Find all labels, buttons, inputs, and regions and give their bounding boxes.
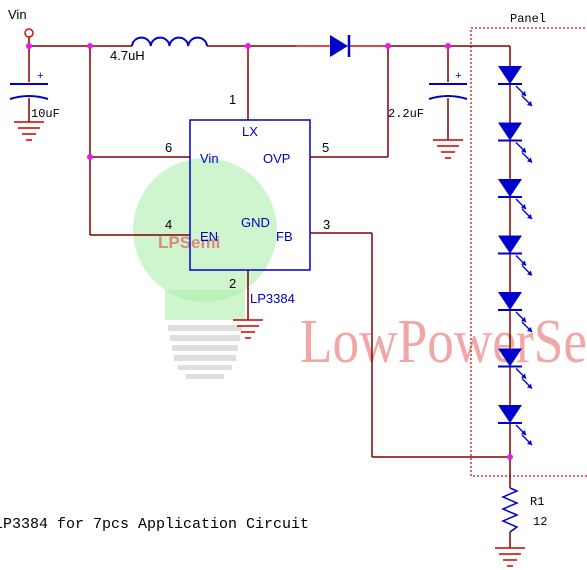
pin-lx-number: 1: [229, 92, 236, 107]
vin-label: Vin: [8, 7, 27, 22]
pin-en-number: 4: [165, 217, 172, 232]
caption: LP3384 for 7pcs Application Circuit: [0, 516, 309, 533]
ground-ic: [233, 319, 263, 339]
led-icon: [498, 348, 533, 389]
watermark-bulb-text: LPSemi: [158, 233, 220, 252]
pin-gnd-number: 2: [229, 276, 236, 291]
led-icon: [498, 235, 533, 276]
pin-vin-name: Vin: [200, 151, 219, 166]
junction-node: [385, 43, 391, 49]
ground-resistor: [495, 547, 525, 567]
ic-part-label: LP3384: [250, 291, 295, 306]
led-string: [498, 66, 533, 446]
junction-node: [507, 454, 513, 460]
pin-ovp-number: 5: [322, 140, 329, 155]
diode: [330, 35, 351, 57]
input-cap-value: 10uF: [31, 107, 60, 121]
resistor-icon: [501, 487, 519, 533]
watermark: LPSemi LowPowerSe: [133, 158, 587, 379]
watermark-bulb-icon: [133, 158, 277, 302]
power-terminal-icon: [24, 28, 34, 38]
ground-output-cap: [433, 139, 463, 159]
resistor-r1: R1 12: [501, 487, 547, 533]
pin-fb-number: 3: [323, 217, 330, 232]
ic-lp3384: LX Vin OVP EN GND FB 1 6 5 4 3 2 LP3384: [165, 92, 330, 306]
input-cap-plus: +: [37, 71, 44, 83]
led-icon: [498, 179, 533, 220]
panel-label: Panel: [510, 12, 546, 26]
pin-fb-name: FB: [276, 229, 293, 244]
output-cap-plus: +: [455, 71, 462, 83]
junction-node: [87, 154, 93, 160]
inductor-icon: [131, 36, 208, 47]
pin-ovp-name: OVP: [263, 151, 290, 166]
pin-vin-number: 6: [165, 140, 172, 155]
junction-node: [445, 43, 451, 49]
ground-input-cap: [14, 121, 44, 141]
junction-node: [87, 43, 93, 49]
pin-lx-name: LX: [242, 124, 258, 139]
inductor-value: 4.7uH: [110, 48, 145, 63]
pin-en-name: EN: [200, 229, 218, 244]
junction-node: [245, 43, 251, 49]
watermark-bulb-neck: [165, 290, 245, 320]
inductor: 4.7uH: [110, 36, 208, 63]
led-panel-boundary: [470, 27, 587, 477]
led-icon: [498, 405, 533, 446]
output-capacitor: + 2.2uF: [388, 71, 468, 121]
led-icon: [498, 292, 533, 333]
junction-node: [26, 43, 32, 49]
resistor-name: R1: [530, 495, 544, 509]
resistor-value: 12: [533, 515, 547, 529]
junction-nodes: [26, 43, 513, 460]
pin-gnd-name: GND: [241, 215, 270, 230]
watermark-text: LowPowerSe: [300, 308, 587, 376]
led-icon: [498, 66, 533, 107]
led-icon: [498, 122, 533, 163]
input-capacitor: + 10uF: [9, 71, 60, 121]
ic-body: [189, 119, 311, 271]
vin-terminal: Vin: [8, 7, 34, 38]
diode-icon: [330, 35, 348, 57]
output-cap-value: 2.2uF: [388, 107, 424, 121]
